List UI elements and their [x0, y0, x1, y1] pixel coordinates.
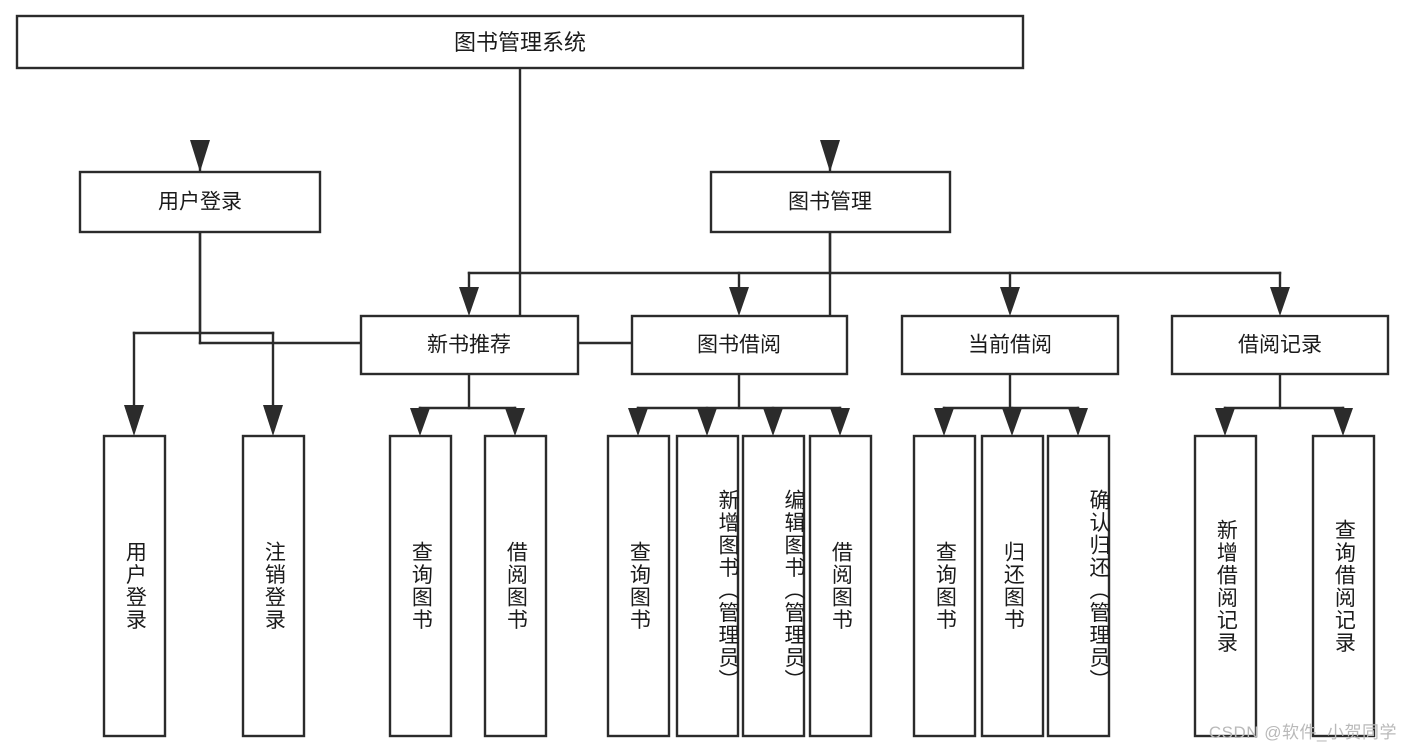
arrowhead-currentborrow-leaf2: [1002, 408, 1022, 436]
arrowhead-bookborrow: [729, 287, 749, 316]
node-root-label: 图书管理系统: [454, 30, 586, 55]
node-root[interactable]: [15, 14, 1025, 70]
node-layer: 图书管理系统 用户登录 图书管理 新书推荐 图书借阅 当前借阅 借阅记录: [15, 14, 1390, 738]
arrowhead-userlogin-leaf2: [263, 405, 283, 436]
arrowhead-borrowrecord-leaf1: [1215, 408, 1235, 436]
node-book-manage[interactable]: [709, 170, 952, 234]
node-leaf-book-borrow-4[interactable]: [808, 434, 873, 738]
node-book-borrow-label: 图书借阅: [697, 334, 781, 357]
node-leaf-current-borrow-1[interactable]: [912, 434, 977, 738]
node-book-manage-label: 图书管理: [788, 191, 872, 214]
node-leaf-book-borrow-1[interactable]: [606, 434, 671, 738]
node-current-borrow-label: 当前借阅: [968, 334, 1052, 357]
arrowhead-bookborrow-leaf2: [697, 408, 717, 436]
arrowhead-borrowrecord: [1270, 287, 1290, 316]
node-leaf-book-borrow-2[interactable]: [675, 434, 740, 738]
node-user-login[interactable]: [78, 170, 322, 234]
node-leaf-current-borrow-3[interactable]: [1046, 434, 1111, 738]
node-leaf-borrow-record-2[interactable]: [1311, 434, 1376, 738]
arrowhead-book-manage: [820, 140, 840, 172]
node-leaf-new-book-2[interactable]: [483, 434, 548, 738]
watermark: CSDN @软件_小贺同学: [1208, 723, 1397, 742]
arrowhead-newbook-leaf2: [505, 408, 525, 436]
arrowhead-layer: [124, 140, 1353, 436]
arrowhead-userlogin-leaf1: [124, 405, 144, 436]
arrowhead-bookborrow-leaf1: [628, 408, 648, 436]
node-leaf-new-book-1[interactable]: [388, 434, 453, 738]
arrowhead-bookborrow-leaf3: [763, 408, 783, 436]
arrowhead-currentborrow-leaf1: [934, 408, 954, 436]
arrowhead-newbook: [459, 287, 479, 316]
arrowhead-borrowrecord-leaf2: [1333, 408, 1353, 436]
node-book-borrow[interactable]: [630, 314, 849, 376]
node-new-book-recommend-label: 新书推荐: [427, 334, 511, 357]
node-leaf-book-borrow-3[interactable]: [741, 434, 806, 738]
node-new-book-recommend[interactable]: [359, 314, 580, 376]
arrowhead-user-login: [190, 140, 210, 172]
node-leaf-borrow-record-1[interactable]: [1193, 434, 1258, 738]
node-borrow-record-label: 借阅记录: [1238, 334, 1322, 357]
node-current-borrow[interactable]: [900, 314, 1120, 376]
arrowhead-newbook-leaf1: [410, 408, 430, 436]
node-leaf-user-login-1[interactable]: [102, 434, 167, 738]
node-borrow-record[interactable]: [1170, 314, 1390, 376]
arrowhead-currentborrow: [1000, 287, 1020, 316]
node-leaf-user-login-2[interactable]: [241, 434, 306, 738]
arrowhead-currentborrow-leaf3: [1068, 408, 1088, 436]
node-user-login-label: 用户登录: [158, 191, 242, 214]
node-leaf-current-borrow-2[interactable]: [980, 434, 1045, 738]
arrowhead-bookborrow-leaf4: [830, 408, 850, 436]
